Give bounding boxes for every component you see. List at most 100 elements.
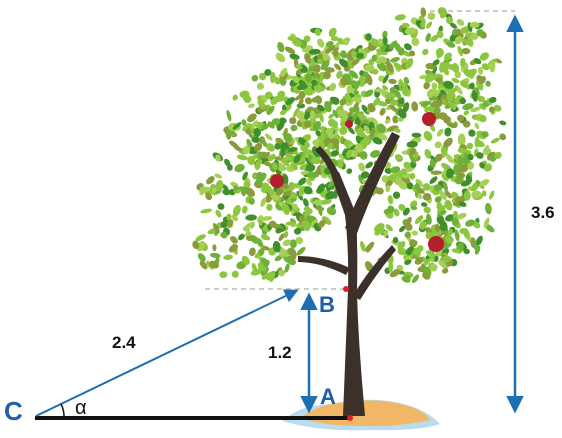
leaf (456, 28, 464, 38)
leaf (328, 133, 335, 139)
leaf (358, 162, 366, 172)
leaf (323, 71, 331, 80)
leaf (477, 66, 484, 75)
leaf (451, 28, 459, 36)
leaf (430, 34, 439, 42)
leaf (384, 119, 391, 124)
leaf (295, 236, 304, 245)
leaf (387, 195, 394, 205)
leaf (330, 35, 339, 42)
leaf (270, 72, 276, 84)
leaf (363, 71, 369, 78)
leaf (431, 100, 443, 108)
apple (422, 112, 436, 126)
leaf (489, 96, 497, 103)
leaf (445, 16, 453, 24)
leaf (286, 147, 298, 153)
leaf (398, 180, 408, 190)
leaf (399, 225, 406, 233)
leaf (406, 140, 418, 148)
leaf (420, 7, 427, 18)
leaf (272, 240, 281, 253)
leaf (457, 114, 465, 122)
leaf (397, 108, 407, 119)
leaf (427, 12, 436, 20)
leaf (215, 209, 222, 218)
leaf (277, 162, 285, 172)
leaf (403, 76, 410, 85)
leaf (233, 185, 239, 192)
leaf (324, 100, 332, 113)
leaf (489, 60, 496, 73)
leaf (215, 154, 221, 162)
leaf (370, 149, 381, 158)
leaf (385, 224, 393, 232)
leaf (464, 219, 476, 227)
leaf (318, 126, 326, 131)
leaf (439, 219, 448, 231)
leaf (334, 63, 342, 71)
leaf (320, 60, 330, 71)
leaf (354, 143, 363, 153)
leaf (336, 70, 343, 79)
leaf (423, 130, 433, 142)
leaf (292, 203, 298, 210)
leaf (284, 190, 292, 197)
leaf (388, 78, 397, 85)
leaf (393, 127, 401, 133)
leaf (317, 38, 325, 48)
leaf (403, 43, 412, 51)
leaf (436, 128, 444, 137)
leaf (298, 185, 306, 197)
leaf (226, 219, 234, 228)
leaf (258, 219, 263, 226)
leaf (309, 110, 316, 119)
leaf (224, 158, 231, 167)
leaf (475, 235, 483, 246)
leaf (382, 85, 389, 91)
leaf (268, 189, 275, 196)
point-a-marker (347, 415, 353, 421)
leaf (247, 103, 255, 108)
label-height-ab: 1.2 (268, 343, 292, 362)
leaf (411, 230, 418, 236)
leaf (471, 190, 482, 199)
leaf (466, 68, 477, 78)
leaf (472, 90, 478, 102)
leaf (243, 180, 251, 188)
leaf (436, 210, 447, 217)
leaf (443, 52, 452, 61)
leaf (308, 48, 321, 55)
leaf (287, 258, 297, 266)
leaf (354, 80, 361, 91)
leaf (476, 152, 484, 159)
leaf (232, 94, 238, 101)
leaf (278, 233, 285, 242)
leaf (220, 221, 228, 229)
leaf (411, 132, 422, 138)
leaf (226, 213, 232, 221)
leaf (397, 240, 406, 251)
leaf (312, 121, 322, 131)
leaf (441, 99, 447, 106)
leaf (255, 159, 263, 167)
leaf (284, 46, 296, 54)
leaf (290, 162, 298, 171)
leaf (275, 187, 284, 196)
point-b-marker (343, 286, 349, 292)
leaf (405, 246, 414, 255)
leaf (290, 124, 298, 132)
leaf (400, 57, 408, 64)
leaf (438, 189, 447, 201)
leaf (239, 90, 250, 99)
tree-branch-lower-right (353, 245, 396, 300)
leaf (364, 64, 375, 72)
leaf (451, 248, 461, 254)
leaf (374, 88, 386, 93)
leaf (459, 97, 466, 105)
leaf (438, 112, 448, 120)
leaf (272, 162, 278, 171)
leaf (296, 84, 308, 91)
label-angle-alpha: α (75, 397, 87, 419)
leaf (254, 252, 261, 259)
